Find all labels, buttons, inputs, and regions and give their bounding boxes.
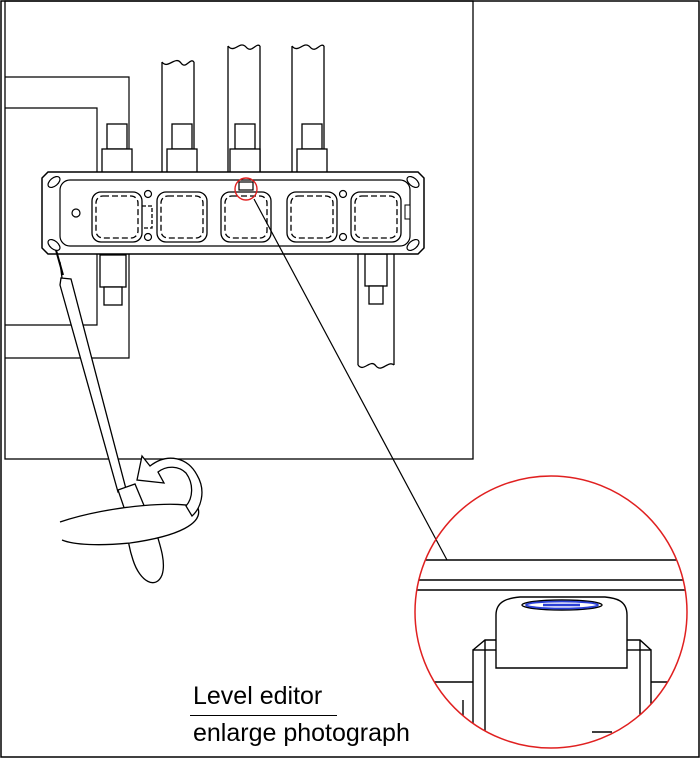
caption-enlarge-photograph: enlarge photograph [193,719,410,747]
valve-cartridges [91,191,402,243]
zoom-detail-icon [414,475,688,749]
rotate-arrow-icon [59,454,203,546]
bottom-pipe [357,250,395,369]
upper-fittings [101,123,328,175]
level-highlight-circle [234,177,258,201]
caption-level-editor: Level editor [193,682,323,710]
caption-divider [190,715,337,716]
top-pipes [161,44,325,173]
lower-fittings [99,253,388,306]
wall-box [4,0,474,460]
leader-line [253,198,448,561]
level-vial [238,181,254,191]
